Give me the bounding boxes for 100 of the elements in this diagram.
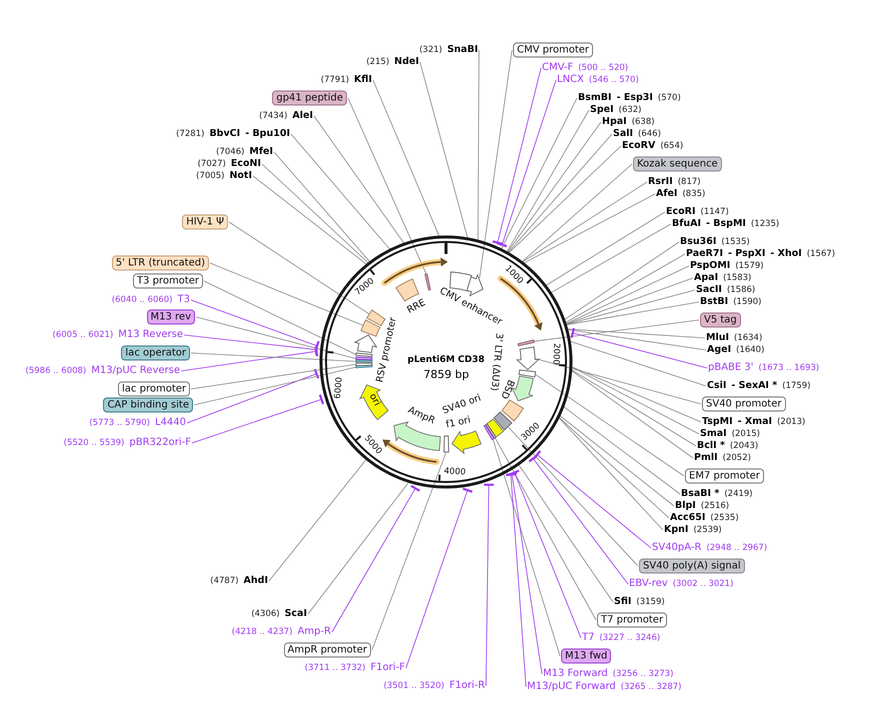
enzyme-name: EcoNI [230, 158, 261, 170]
primer-name: F1ori-F [370, 662, 405, 674]
leader-line [192, 394, 324, 444]
leader-line [228, 222, 370, 314]
leader-line [190, 300, 320, 352]
feature-label: CAP binding site [103, 398, 193, 412]
feature-name: f1 ori [445, 414, 472, 432]
tick-label: 4000 [444, 466, 466, 478]
cut-position: (1567) [806, 248, 836, 260]
leader-line [550, 224, 672, 293]
cut-position: (2539) [693, 524, 722, 536]
primer-range: (4218 .. 4237) [232, 626, 292, 638]
cut-position: (215) [366, 56, 390, 68]
leader-line [190, 352, 356, 362]
primer-name: CMV-F [542, 62, 574, 74]
leader-line [508, 146, 622, 254]
leader-line [492, 438, 560, 656]
enzyme-name: ScaI [284, 608, 307, 620]
feature-label: Kozak sequence [633, 156, 722, 172]
enzyme-name: SfiI [614, 596, 632, 608]
leader-line [524, 194, 656, 264]
enzyme-name: - BspMI [706, 218, 746, 230]
enzyme-name: - PspXI [728, 248, 766, 260]
feature-label: 5' LTR (truncated) [112, 256, 209, 270]
leader-line [570, 340, 706, 386]
cut-position: (3159) [636, 596, 665, 608]
feature-label: gp41 peptide [272, 90, 347, 106]
enzyme-name: ApaI [694, 272, 718, 284]
enzyme-name: BbvCI [209, 128, 240, 140]
feature-name: RRE [406, 297, 428, 318]
leader-line [348, 98, 426, 274]
leader-line [496, 80, 556, 248]
primer-name: M13 Reverse [118, 329, 183, 341]
leader-line [494, 438, 596, 620]
cut-position: (7281) [176, 128, 204, 140]
enzyme-name: NotI [229, 170, 252, 182]
leader-line [406, 487, 474, 668]
feature-label: M13 fwd [561, 648, 612, 664]
primer-range: (5773 .. 5790) [89, 417, 150, 429]
leader-line [420, 62, 468, 238]
leader-line [566, 290, 696, 325]
leader-line [536, 358, 702, 404]
enzyme-name: KpnI [664, 524, 688, 536]
primer-range: (3227 .. 3246) [599, 632, 660, 644]
feature-mark [424, 272, 432, 292]
cut-position: (2013) [777, 416, 806, 428]
leader-line [478, 50, 480, 241]
cut-position: (570) [658, 92, 681, 104]
cut-position: (654) [660, 140, 684, 152]
plasmid-size: 7859 bp [424, 368, 469, 380]
cut-position: (1586) [726, 284, 756, 296]
feature-label: T7 promoter [597, 612, 668, 628]
enzyme-name: SalI [613, 128, 634, 140]
enzyme-name: TspMI [702, 416, 733, 428]
leader-line [571, 369, 696, 446]
leader-line [501, 98, 578, 250]
enzyme-name: BlpI [675, 500, 696, 512]
feature-block [518, 369, 536, 378]
enzyme-name: PaeR7I [686, 248, 724, 260]
feature-label: V5 tag [700, 312, 741, 328]
enzyme-name: BstBI [700, 296, 728, 308]
primer-range: (6040 .. 6060) [112, 294, 173, 306]
cut-position: (2043) [730, 440, 758, 452]
feature-label: HIV-1 Ψ [182, 214, 228, 230]
cut-position: (1640) [736, 344, 764, 356]
cut-position: (632) [618, 104, 642, 116]
leader-line [506, 110, 590, 252]
cut-position: (1535) [721, 236, 750, 248]
feature-block [360, 319, 382, 338]
feature-label: M13 rev [146, 310, 195, 324]
feature-name: SV40 ori [440, 392, 483, 417]
enzyme-name: KflI [354, 74, 372, 86]
enzyme-name: BfuAI [672, 218, 702, 230]
enzyme-name: - XhoI [770, 248, 802, 260]
cut-position: (2535) [710, 512, 739, 524]
leader-line [534, 320, 700, 342]
leader-line [567, 328, 706, 338]
enzyme-name: NdeI [394, 56, 419, 68]
primer-name: SV40pA-R [652, 542, 702, 554]
pointed-feature-block [516, 346, 540, 371]
leader-line [186, 368, 320, 424]
cut-position: (4787) [210, 575, 239, 587]
primer-name: T7 [582, 632, 594, 644]
enzyme-name: BsaBI * [681, 488, 720, 500]
pointed-feature-block [466, 274, 484, 296]
cut-position: (835) [682, 188, 706, 200]
enzyme-name: EcoRV [622, 140, 656, 152]
primer-name: M13/pUC Forward [527, 681, 616, 693]
cut-position: (1147) [700, 206, 729, 218]
leader-line [570, 327, 708, 368]
leader-line [504, 473, 526, 688]
enzyme-name: AleI [292, 110, 313, 122]
primer-name: M13 Forward [543, 668, 608, 680]
primer-name: pBABE 3' [708, 362, 754, 374]
leader-line [522, 164, 632, 262]
leader-line [535, 374, 684, 476]
feature-name: RSV promoter [374, 316, 400, 384]
enzyme-name: BsmBI [578, 92, 612, 104]
leader-line [518, 464, 614, 602]
leader-line [508, 134, 612, 253]
